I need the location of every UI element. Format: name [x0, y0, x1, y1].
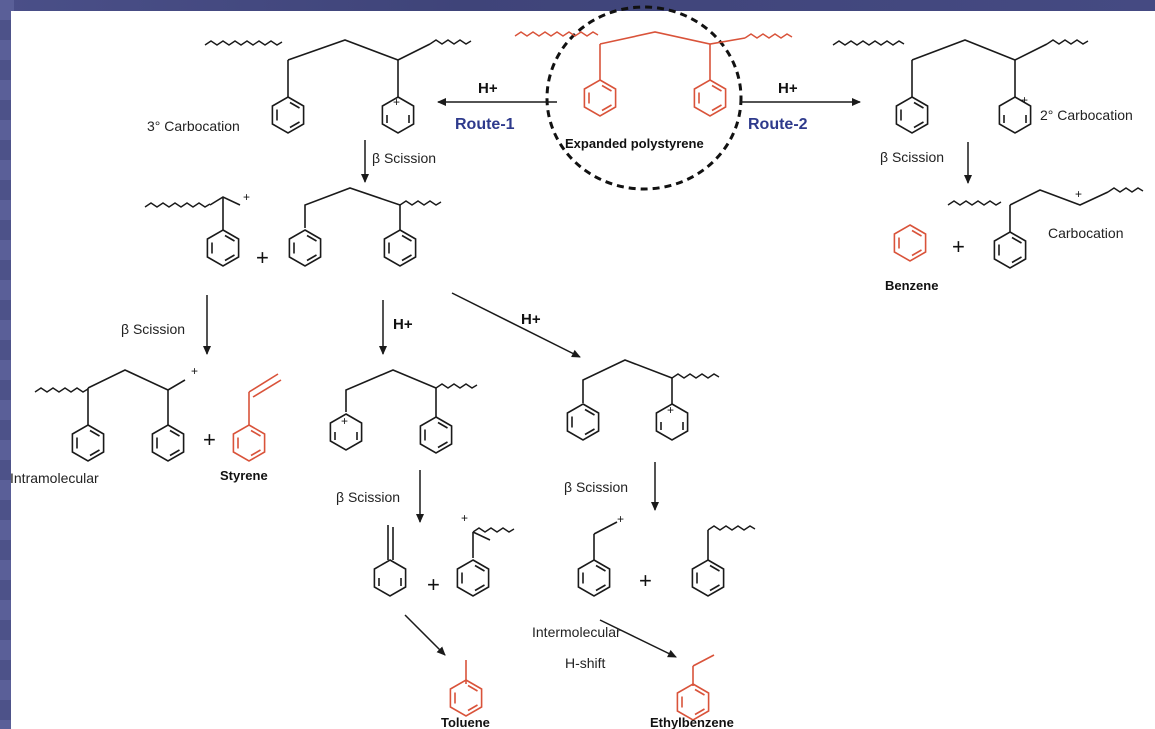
second-cation-structure — [582, 359, 720, 405]
label-beta-scission: β Scission — [121, 321, 185, 337]
plus-sign: + — [427, 572, 440, 597]
label-route-1: Route-1 — [455, 116, 515, 133]
ring-icon — [232, 424, 266, 462]
ring-icon — [456, 559, 490, 597]
charge-sign: + — [341, 414, 348, 428]
middle-cation-structure — [345, 369, 478, 417]
polystyrene-structure — [514, 31, 793, 80]
plus-sign: + — [203, 427, 216, 452]
label-h-plus: H+ — [478, 80, 498, 97]
label-beta-scission: β Scission — [336, 489, 400, 505]
ring-icon — [151, 424, 185, 462]
fragment-structure — [144, 196, 241, 230]
charge-sign: + — [1021, 93, 1028, 107]
ring-icon — [693, 79, 727, 117]
methylene-structure — [387, 525, 394, 560]
label-3-carbocation: 3° Carbocation — [147, 118, 240, 134]
dimer-structure — [304, 187, 442, 230]
cation-ring-icon — [373, 559, 407, 597]
ring-icon — [288, 229, 322, 267]
arrow-protonation — [451, 292, 581, 358]
fragment-structure — [472, 527, 515, 558]
ring-icon — [583, 79, 617, 117]
label-benzene: Benzene — [885, 278, 938, 293]
ring-icon — [271, 96, 305, 134]
label-intermolecular: Intermolecular — [532, 624, 621, 640]
ring-icon — [419, 416, 453, 454]
charge-sign: + — [191, 364, 198, 378]
label-ethylbenzene: Ethylbenzene — [650, 715, 734, 729]
label-2-carbocation: 2° Carbocation — [1040, 107, 1133, 123]
label-route-2: Route-2 — [748, 116, 808, 133]
carbocation-fragment-structure — [947, 187, 1144, 232]
ring-icon — [566, 403, 600, 441]
label-beta-scission: β Scission — [564, 479, 628, 495]
arrow-to-toluene — [404, 614, 446, 656]
label-expanded-polystyrene: Expanded polystyrene — [565, 136, 704, 151]
ring-icon — [993, 231, 1027, 269]
charge-sign: + — [617, 512, 624, 526]
label-beta-scission: β Scission — [372, 150, 436, 166]
label-h-plus: H+ — [393, 316, 413, 333]
charge-sign: + — [461, 511, 468, 525]
plus-sign: + — [639, 568, 652, 593]
intramolecular-structure — [34, 369, 186, 425]
carbocation-3-structure — [204, 39, 472, 97]
ring-icon — [206, 229, 240, 267]
ring-icon — [691, 559, 725, 597]
ring-icon — [383, 229, 417, 267]
label-carbocation: Carbocation — [1048, 225, 1124, 241]
ring-icon — [71, 424, 105, 462]
label-intramolecular: Intramolecular — [10, 470, 99, 486]
label-beta-scission: β Scission — [880, 149, 944, 165]
label-styrene: Styrene — [220, 468, 268, 483]
benzene-structure — [893, 224, 927, 262]
label-h-shift: H-shift — [565, 655, 606, 671]
benzyl-cation-structure — [593, 521, 618, 560]
fragment-structure — [707, 525, 756, 560]
label-h-plus: H+ — [521, 311, 541, 328]
ring-icon — [895, 96, 929, 134]
ring-icon — [449, 679, 483, 717]
ethylbenzene-structure — [692, 654, 715, 686]
highlight-circle — [545, 5, 743, 191]
carbocation-2-structure — [832, 39, 1089, 97]
diagram-panel — [11, 11, 1155, 729]
charge-sign: + — [393, 95, 400, 109]
charge-sign: + — [667, 403, 674, 417]
label-h-plus: H+ — [778, 80, 798, 97]
arrow-to-ethylbenzene — [599, 619, 677, 658]
ring-icon — [577, 559, 611, 597]
label-toluene: Toluene — [441, 715, 490, 729]
charge-sign: + — [243, 190, 250, 204]
styrene-structure — [248, 373, 282, 425]
plus-sign: + — [256, 245, 269, 270]
slide-left-stripe — [0, 0, 14, 729]
charge-sign: + — [1075, 187, 1082, 201]
plus-sign: + — [952, 234, 965, 259]
